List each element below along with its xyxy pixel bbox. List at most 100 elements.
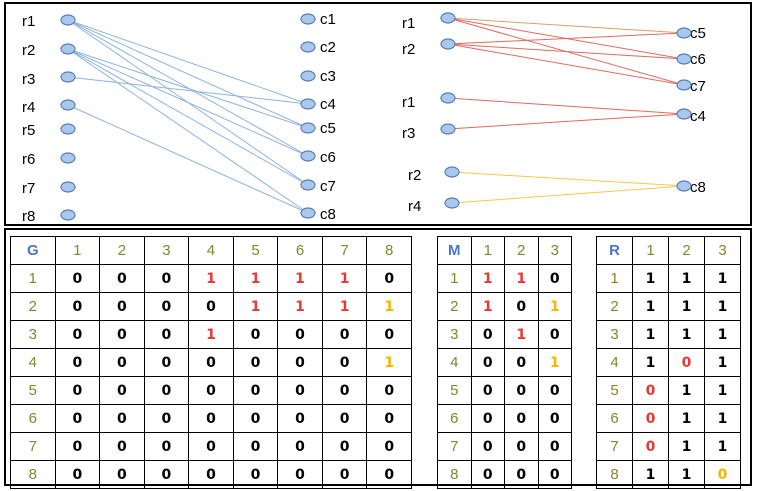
right-row-label: r2 [402,41,415,58]
right-row-node [440,123,456,135]
matrix-cell: 1 [704,348,741,377]
row-header: 3 [596,320,633,349]
right-row-node [440,12,456,24]
matrix-cell: 0 [54,404,101,433]
right-graph-edges [447,17,685,204]
left-col-label: c1 [320,11,336,28]
matrix-cell: 0 [188,432,234,461]
matrix-cell: 0 [54,460,101,489]
left-col-label: c5 [320,120,336,137]
matrix-cell: 0 [54,320,101,349]
left-graph-edge [67,48,309,129]
left-row-node [60,71,76,83]
matrix-cell: 1 [537,292,572,321]
left-col-node [300,207,316,219]
matrix-cell: 0 [277,348,323,377]
left-col-node [300,179,316,191]
left-row-label: r6 [22,151,35,168]
matrix-cell: 0 [504,348,539,377]
matrix-cell: 0 [99,376,145,405]
left-row-node [60,123,76,135]
matrix-cell: 1 [632,292,669,321]
matrix-cell: 0 [321,404,368,433]
matrix-cell: 0 [99,264,145,293]
right-graph-edge [447,97,685,115]
matrix-cell: 0 [277,432,323,461]
matrix-cell: 0 [99,348,145,377]
right-col-label: c8 [690,179,706,196]
left-col-node [300,41,316,53]
matrix-cell: 0 [99,460,145,489]
matrix-cell: 0 [632,432,669,461]
right-graph-edge [451,185,685,204]
matrix-cell: 0 [321,320,368,349]
left-row-label: r5 [22,122,35,139]
right-row-node [440,38,456,50]
right-col-label: c6 [690,51,706,68]
left-row-label: r7 [22,180,35,197]
column-header: 8 [366,236,412,265]
row-header: 4 [10,348,56,377]
column-header: 3 [143,236,190,265]
matrix-cell: 1 [366,348,412,377]
matrix-cell: 0 [321,432,368,461]
matrix-corner-label: M [437,236,472,265]
left-row-node [60,209,76,221]
matrix-cell: 1 [632,320,669,349]
matrix-cell: 0 [537,264,572,293]
row-header: 3 [10,320,56,349]
matrix-cell: 0 [470,404,505,433]
right-graph-edge [447,43,685,60]
matrix-cell: 1 [277,264,323,293]
matrix-cell: 1 [704,292,741,321]
matrix-cell: 0 [143,348,190,377]
matrix-cell: 1 [668,404,705,433]
matrix-cell: 1 [366,292,412,321]
row-header: 2 [596,292,633,321]
row-header: 7 [437,432,472,461]
right-col-node [676,27,692,39]
matrix-cell: 0 [99,432,145,461]
matrix-cell: 0 [366,432,412,461]
matrix-cell: 0 [54,292,101,321]
right-col-node [676,79,692,91]
matrix-cell: 0 [277,460,323,489]
matrix-cell: 0 [277,404,323,433]
matrix-corner-label: G [10,236,56,265]
left-graph-edge [67,76,309,105]
left-col-label: c8 [320,206,336,223]
column-header: 3 [537,236,572,265]
right-row-node [444,166,460,178]
row-header: 1 [437,264,472,293]
left-graph-edge [67,104,309,214]
left-col-node [300,122,316,134]
left-col-node [300,70,316,82]
left-row-label: r2 [22,42,35,59]
row-header: 5 [596,376,633,405]
matrix-cell: 0 [143,264,190,293]
matrix-cell: 0 [54,376,101,405]
left-row-label: r1 [22,13,35,30]
matrix-cell: 1 [537,348,572,377]
matrix-cell: 1 [632,264,669,293]
matrix-cell: 0 [504,460,539,489]
column-header: 1 [54,236,101,265]
right-col-label: c5 [690,25,706,42]
left-graph-edge [67,48,309,186]
column-header: 1 [632,236,669,265]
left-col-label: c6 [320,149,336,166]
matrix-cell: 1 [232,264,279,293]
